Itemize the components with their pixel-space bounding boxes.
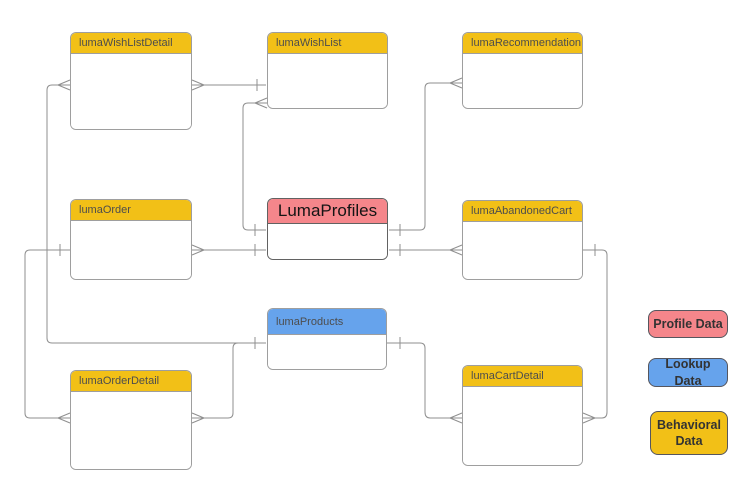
entity-label: lumaAbandonedCart <box>471 205 572 217</box>
entity-label: lumaProducts <box>276 315 344 328</box>
rel-cartdetail-abandonedcart[interactable] <box>582 244 608 424</box>
entity-body <box>268 335 386 369</box>
entity-body <box>268 224 387 259</box>
entity-label: lumaOrder <box>79 204 131 216</box>
entity-lumawishlistdetail[interactable]: lumaWishListDetail <box>70 32 192 130</box>
entity-label: lumaOrderDetail <box>79 375 160 387</box>
entity-body <box>71 392 191 469</box>
entity-lumaorderdetail[interactable]: lumaOrderDetail <box>70 370 192 470</box>
entity-lumaprofiles[interactable]: LumaProfiles <box>267 198 388 260</box>
entity-header: lumaWishListDetail <box>71 33 191 54</box>
entity-lumaorder[interactable]: lumaOrder <box>70 199 192 280</box>
legend-label: Profile Data <box>653 316 723 331</box>
rel-orderdetail-order[interactable] <box>24 244 71 424</box>
entity-body <box>71 221 191 279</box>
rel-wishlistdetail-wishlist[interactable] <box>191 79 266 91</box>
entity-header: lumaRecommendation <box>463 33 582 54</box>
entity-body <box>463 387 582 465</box>
entity-header: lumaCartDetail <box>463 366 582 387</box>
rel-cartdetail-products[interactable] <box>387 337 463 424</box>
legend-profile-data[interactable]: Profile Data <box>648 310 728 338</box>
entity-lumarecommendation[interactable]: lumaRecommendation <box>462 32 583 109</box>
entity-body <box>71 54 191 129</box>
legend-label: Lookup Data <box>665 357 711 388</box>
entity-body <box>463 54 582 108</box>
entity-label: lumaCartDetail <box>471 370 544 382</box>
entity-header: lumaAbandonedCart <box>463 201 582 222</box>
rel-recommendation-profiles[interactable] <box>389 77 463 236</box>
legend-lookup-data[interactable]: Lookup Data <box>648 357 728 388</box>
entity-header: lumaOrder <box>71 200 191 221</box>
entity-lumaproducts[interactable]: lumaProducts <box>267 308 387 370</box>
entity-label: lumaRecommendation <box>471 37 582 49</box>
legend-behavioral-data[interactable]: Behavioral Data <box>650 411 728 455</box>
legend-label: Behavioral Data <box>657 417 721 448</box>
entity-header: lumaOrderDetail <box>71 371 191 392</box>
entity-header: lumaProducts <box>268 309 386 335</box>
entity-body <box>463 222 582 279</box>
entity-lumaabandonedcart[interactable]: lumaAbandonedCart <box>462 200 583 280</box>
rel-wishlistdetail-products[interactable] <box>46 79 266 349</box>
rel-abandonedcart-profiles[interactable] <box>389 244 463 256</box>
entity-body <box>268 54 387 108</box>
entity-header: LumaProfiles <box>268 199 387 224</box>
rel-order-profiles[interactable] <box>191 244 266 256</box>
entity-label: LumaProfiles <box>277 201 378 220</box>
rel-orderdetail-products[interactable] <box>191 342 255 424</box>
rel-wishlist-profiles[interactable] <box>242 97 268 236</box>
entity-label: lumaWishList <box>276 37 342 49</box>
entity-lumacartdetail[interactable]: lumaCartDetail <box>462 365 583 466</box>
entity-label: lumaWishListDetail <box>79 37 173 49</box>
entity-header: lumaWishList <box>268 33 387 54</box>
entity-lumawishlist[interactable]: lumaWishList <box>267 32 388 109</box>
